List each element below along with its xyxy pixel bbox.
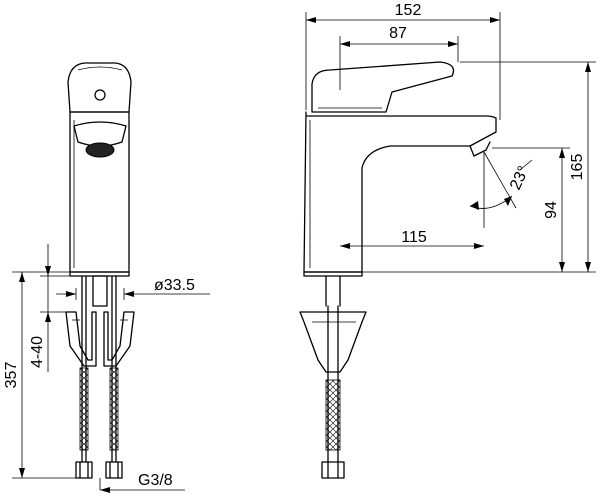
dim-label-hose-length: 357 — [3, 362, 20, 389]
side-view: 23° 152 87 115 — [299, 2, 596, 479]
dim-label-deck-thickness: 4-40 — [29, 336, 46, 368]
front-view: 357 4-40 ø33.5 G3/8 — [3, 62, 210, 493]
dim-label-thread: G3/8 — [138, 472, 173, 489]
dim-label-total-width: 152 — [395, 2, 422, 19]
dim-label-outlet-angle: 23° — [507, 164, 533, 193]
side-aerator — [469, 141, 491, 157]
side-body-spout — [303, 111, 497, 273]
front-aerator — [73, 121, 127, 147]
front-mounting-bracket — [65, 311, 97, 367]
dimension-outlet-height: 94 — [543, 148, 565, 272]
front-handle-indicator-dot — [94, 89, 106, 101]
front-handle — [67, 62, 132, 113]
dim-label-hole-diameter: ø33.5 — [154, 277, 195, 294]
dimension-hose-length: 357 — [3, 271, 80, 479]
dim-label-spout-reach: 87 — [389, 25, 407, 42]
front-body — [69, 111, 130, 273]
dimension-deck-thickness: 4-40 — [29, 244, 74, 372]
side-mounting-bracket — [299, 311, 367, 373]
side-lever — [311, 61, 455, 113]
dimension-hole-diameter: ø33.5 — [56, 277, 210, 300]
dim-label-total-height: 165 — [569, 154, 586, 181]
dim-label-spout-projection: 115 — [401, 229, 427, 246]
dimension-spout-projection: 115 — [340, 229, 484, 249]
dimension-spout-reach: 87 — [339, 25, 459, 90]
dimension-total-width: 152 — [305, 2, 501, 120]
front-hose-nut — [75, 461, 93, 479]
dimension-total-height: 165 — [569, 62, 591, 272]
dim-label-outlet-height: 94 — [543, 201, 560, 219]
dimension-thread: G3/8 — [99, 472, 185, 493]
